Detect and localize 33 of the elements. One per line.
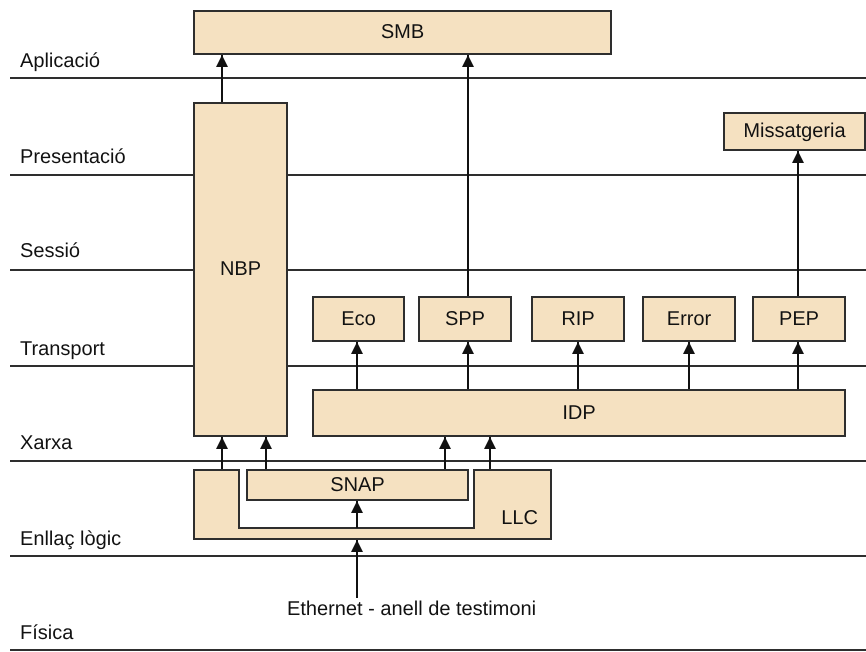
arrow	[792, 151, 804, 296]
layer-label: Transport	[20, 338, 105, 361]
layer-label: Xarxa	[20, 432, 72, 455]
layer-label: Aplicació	[20, 50, 100, 73]
protocol-box: RIP	[531, 296, 625, 342]
layer-label: Sessió	[20, 240, 80, 263]
protocol-box: SMB	[193, 10, 612, 55]
arrow	[792, 342, 804, 389]
arrow	[260, 437, 272, 469]
arrow	[216, 437, 228, 469]
arrow	[484, 437, 496, 469]
protocol-box: IDP	[312, 389, 846, 437]
layer-label: Presentació	[20, 146, 126, 169]
arrow	[216, 55, 228, 102]
arrow	[683, 342, 695, 389]
protocol-box: NBP	[193, 102, 288, 437]
arrow	[572, 342, 584, 389]
protocol-box: Missatgeria	[723, 112, 866, 151]
arrow	[351, 342, 363, 389]
protocol-box: Error	[642, 296, 736, 342]
layer-label: Física	[20, 622, 74, 645]
protocol-box: SNAP	[246, 469, 469, 501]
arrow	[462, 342, 474, 389]
arrow	[462, 55, 474, 296]
arrow	[439, 437, 451, 469]
protocol-box: Eco	[312, 296, 405, 342]
box-label: LLC	[501, 507, 538, 530]
protocol-box: PEP	[752, 296, 846, 342]
protocol-box: SPP	[418, 296, 512, 342]
arrow	[351, 501, 363, 528]
arrow	[351, 540, 363, 598]
medium-label: Ethernet - anell de testimoni	[287, 598, 536, 621]
layer-label: Enllaç lògic	[20, 528, 122, 551]
